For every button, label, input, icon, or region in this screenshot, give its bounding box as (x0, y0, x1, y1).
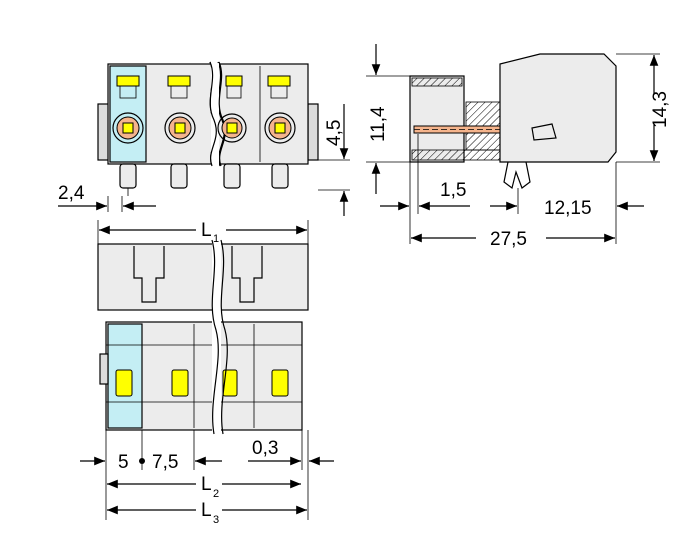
top-view (97, 239, 309, 435)
dim-L3-sub: 3 (213, 514, 219, 526)
dim-0-3: 0,3 (252, 438, 278, 459)
front-clamp-openings (112, 112, 296, 144)
top-break-line (211, 239, 219, 435)
top-housing-upper (97, 243, 309, 311)
dim-2-4: 2,4 (58, 183, 85, 204)
dim-12-15: 12,15 (544, 198, 592, 219)
side-rear-housing (499, 53, 617, 163)
dim-7-5: 7,5 (152, 452, 178, 473)
side-view (409, 53, 617, 190)
dimension-lines (58, 44, 660, 520)
dim-L2: L (201, 474, 212, 495)
dimension-labels: 2,4 4,5 L 1 11,4 14,3 1,5 12,15 27,5 5 7… (58, 91, 671, 526)
side-clip (503, 161, 531, 190)
dim-L2-sub: 2 (213, 488, 219, 500)
front-release-slots (116, 75, 291, 99)
dim-4-5: 4,5 (324, 120, 345, 146)
top-release-buttons (115, 369, 289, 397)
side-front-section (409, 75, 465, 163)
dim-L3: L (201, 500, 212, 521)
dim-27-5: 27,5 (490, 229, 527, 250)
dim-11-4: 11,4 (368, 106, 389, 142)
dim-1-5: 1,5 (440, 180, 466, 201)
front-right-flange (307, 103, 319, 161)
front-pins (119, 163, 289, 196)
dim-5: 5 (118, 452, 129, 473)
front-view (97, 61, 319, 196)
dim-L1: L (201, 220, 212, 241)
dim-L1-sub: 1 (213, 233, 219, 245)
dim-14-3: 14,3 (650, 91, 671, 128)
